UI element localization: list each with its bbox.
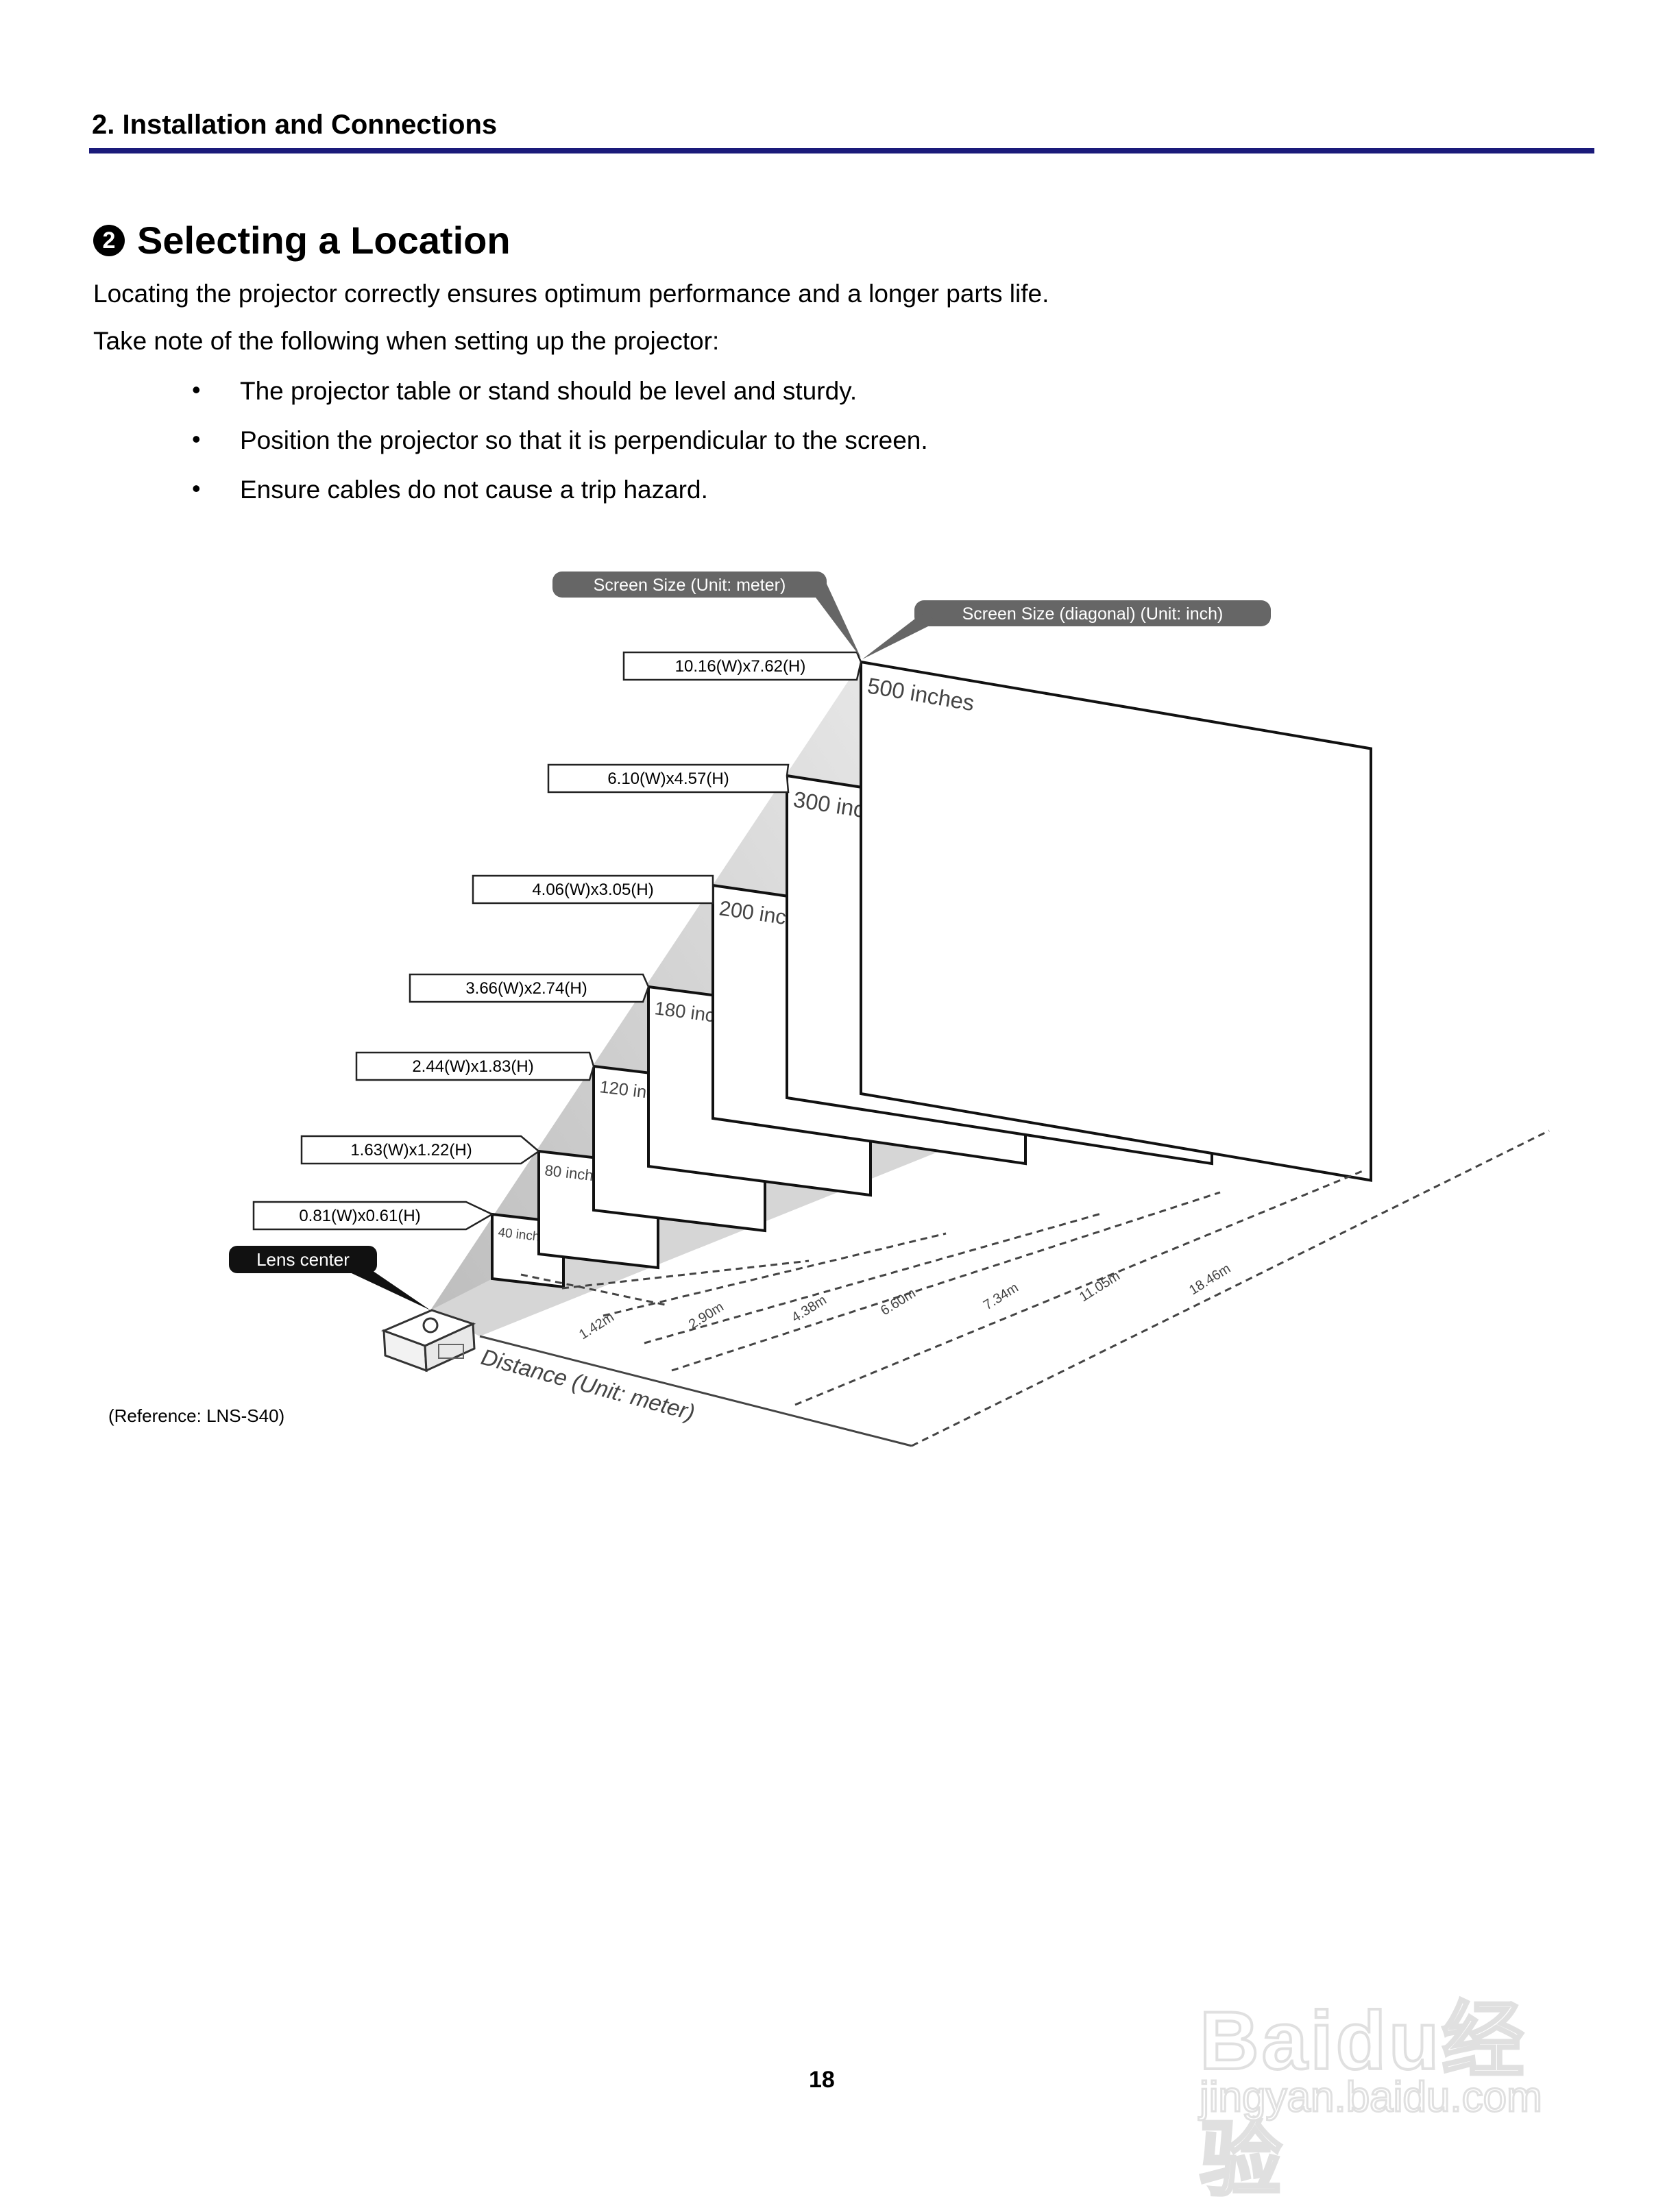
lens-center-label: Lens center: [229, 1246, 430, 1310]
size-callout-box: [547, 763, 790, 794]
intro-paragraph-1: Locating the projector correctly ensures…: [93, 280, 1049, 308]
size-callout-text: 6.10(W)x4.57(H): [607, 770, 729, 788]
intro-paragraph-2: Take note of the following when setting …: [93, 327, 720, 355]
size-callout-text: 2.44(W)x1.83(H): [412, 1057, 533, 1076]
size-callout-box: [355, 1051, 595, 1081]
distance-dashed-line: [520, 1273, 666, 1306]
reference-note: (Reference: LNS-S40): [108, 1405, 284, 1426]
legend-size-meter-text: Screen Size (Unit: meter): [594, 576, 786, 595]
size-callout-box: [409, 973, 650, 1003]
watermark-logo: Baidu经验 jingyan.baidu.com: [1186, 1919, 1597, 2207]
size-callout-box: [472, 874, 714, 905]
section-header: 2. Installation and Connections: [92, 110, 498, 140]
size-callout-box: [300, 1135, 541, 1165]
projector-icon: [380, 1309, 476, 1373]
distance-dashed-line: [794, 1169, 1365, 1406]
distance-dashed-line: [671, 1191, 1221, 1372]
distance-axis-line: [479, 1335, 912, 1447]
lens-center-text: Lens center: [256, 1249, 350, 1270]
bullet-item: The projector table or stand should be l…: [192, 376, 928, 426]
distance-label: 1.42m: [576, 1310, 617, 1342]
distance-label: 2.90m: [686, 1299, 727, 1332]
legend-size-inch: Screen Size (diagonal) (Unit: inch): [862, 600, 1271, 659]
size-callout-text: 3.66(W)x2.74(H): [465, 979, 587, 998]
distance-axis-label: Distance (Unit: meter): [478, 1344, 698, 1425]
watermark-url: jingyan.baidu.com: [1199, 2073, 1544, 2122]
distance-dashed-line: [911, 1129, 1550, 1447]
distance-dashed-line: [603, 1232, 947, 1317]
legend-size-meter: Screen Size (Unit: meter): [552, 572, 861, 658]
title-number-badge: 2: [93, 224, 125, 256]
distance-label: 7.34m: [981, 1280, 1021, 1313]
size-callout-text: 4.06(W)x3.05(H): [532, 881, 653, 899]
legend-size-inch-text: Screen Size (diagonal) (Unit: inch): [962, 604, 1224, 624]
distance-label: 18.46m: [1187, 1261, 1233, 1298]
distance-label: 11.05m: [1077, 1268, 1123, 1305]
header-rule: [89, 148, 1594, 153]
size-callout-text: 10.16(W)x7.62(H): [675, 657, 806, 676]
page-number: 18: [809, 2067, 835, 2093]
distance-dashed-line: [561, 1259, 810, 1290]
page-title: 2 Selecting a Location: [93, 218, 511, 262]
distance-label: 4.38m: [789, 1292, 829, 1325]
bullet-item: Ensure cables do not cause a trip hazard…: [192, 474, 928, 525]
screen-rect: [860, 660, 1372, 1182]
distance-dashed-line: [644, 1212, 1104, 1344]
size-callout-text: 0.81(W)x0.61(H): [299, 1207, 420, 1225]
bullet-item: Position the projector so that it is per…: [192, 425, 928, 476]
title-text: Selecting a Location: [137, 219, 511, 262]
size-callout-box: [622, 651, 862, 681]
size-callout-text: 1.63(W)x1.22(H): [350, 1141, 472, 1159]
bullet-list: The projector table or stand should be l…: [192, 376, 928, 525]
size-callout-box: [252, 1201, 494, 1231]
